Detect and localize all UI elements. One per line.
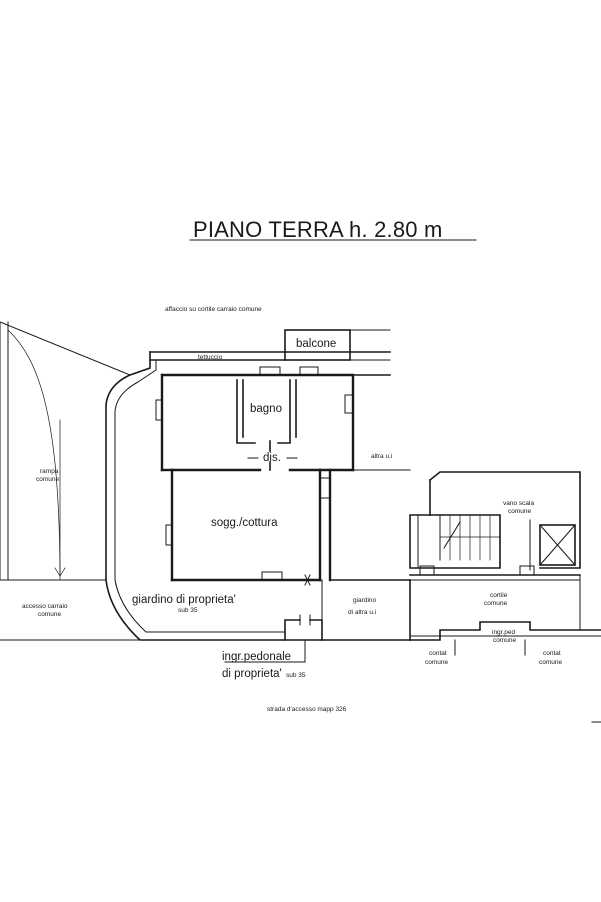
label-giardino-sub: sub 35 xyxy=(178,607,198,614)
label-rampa: rampa xyxy=(40,468,59,475)
label-cortile-comune: comune xyxy=(484,600,508,607)
label-affaccio: affaccio su cortile carraio comune xyxy=(165,306,262,313)
label-ingr-pedonale: ingr.pedonale xyxy=(222,651,291,663)
label-giardino-altra: giardino xyxy=(353,597,377,604)
label-sogg: sogg./cottura xyxy=(211,517,278,529)
label-accesso-carraio: accesso carraio xyxy=(22,603,68,610)
label-accesso-carraio-comune: comune xyxy=(38,611,62,618)
label-vano-scala: vano scala xyxy=(503,500,534,507)
plan-title: PIANO TERRA h. 2.80 m xyxy=(193,217,443,242)
label-ingr-ped-comune-2: comune xyxy=(493,637,517,644)
label-rampa-comune: comune xyxy=(36,476,60,483)
label-giardino-altra-2: di altra u.i xyxy=(348,609,376,616)
ramp-area xyxy=(0,321,141,641)
cortile-area xyxy=(409,565,601,656)
ingresso-pedonale xyxy=(224,614,323,663)
label-tettuccio: tettuccio xyxy=(198,354,223,361)
label-contat-1: contat xyxy=(429,650,447,657)
label-vano-scala-comune: comune xyxy=(508,508,532,515)
label-ingr-ped-comune: ingr.ped xyxy=(492,629,516,636)
label-di-proprieta: di proprieta' xyxy=(222,668,282,680)
label-bagno: bagno xyxy=(250,403,282,415)
apartment-walls xyxy=(160,373,411,582)
openings xyxy=(155,366,354,586)
label-cortile: cortile xyxy=(490,592,508,599)
label-contat-2-comune: comune xyxy=(539,659,563,666)
label-contat-2: contat xyxy=(543,650,561,657)
label-contat-1-comune: comune xyxy=(425,659,449,666)
balcone xyxy=(284,329,391,361)
label-dis: dis. xyxy=(263,452,281,464)
label-balcone: balcone xyxy=(296,338,336,350)
label-altra-ui: altra u.i xyxy=(371,453,392,460)
stair-building xyxy=(409,471,581,631)
label-giardino-proprieta: giardino di proprieta' xyxy=(132,594,236,606)
label-di-proprieta-sub: sub 35 xyxy=(286,672,306,679)
label-strada: strada d'accesso mapp 326 xyxy=(267,706,347,713)
